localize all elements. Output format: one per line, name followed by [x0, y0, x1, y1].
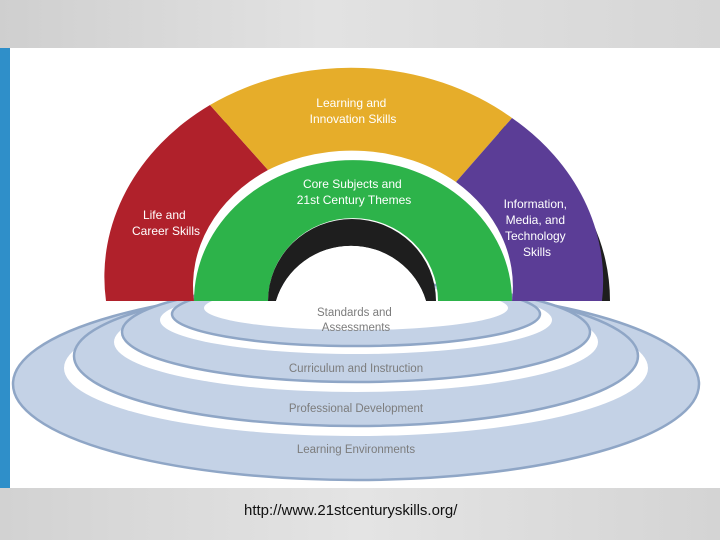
arch-segment-learning-innovation [210, 67, 512, 182]
label-curriculum-instruction: Curriculum and Instruction [289, 363, 423, 375]
label-information-media: Information, Media, and Technology Skill… [504, 197, 571, 259]
slide-top-band [0, 0, 720, 48]
p21-framework-diagram: Learning and Innovation Skills Life and … [11, 67, 701, 482]
arch-segment-information-media [456, 118, 604, 301]
label-professional-development: Professional Development [289, 403, 424, 415]
slide-bottom-band [0, 488, 720, 540]
outcomes-arch [104, 67, 610, 301]
label-learning-environments: Learning Environments [297, 444, 416, 456]
label-core-subjects: Core Subjects and 21st Century Themes [297, 177, 412, 207]
label-life-career: Life and Career Skills [132, 208, 200, 238]
label-standards-assessments: Standards and Assessments [317, 307, 395, 334]
label-learning-innovation: Learning and Innovation Skills [310, 96, 397, 126]
slide-left-accent [0, 48, 10, 492]
source-url-link[interactable]: http://www.21stcenturyskills.org/ [244, 502, 458, 519]
arch-segment-core-subjects [194, 160, 512, 301]
arch-segment-life-career [104, 105, 268, 301]
